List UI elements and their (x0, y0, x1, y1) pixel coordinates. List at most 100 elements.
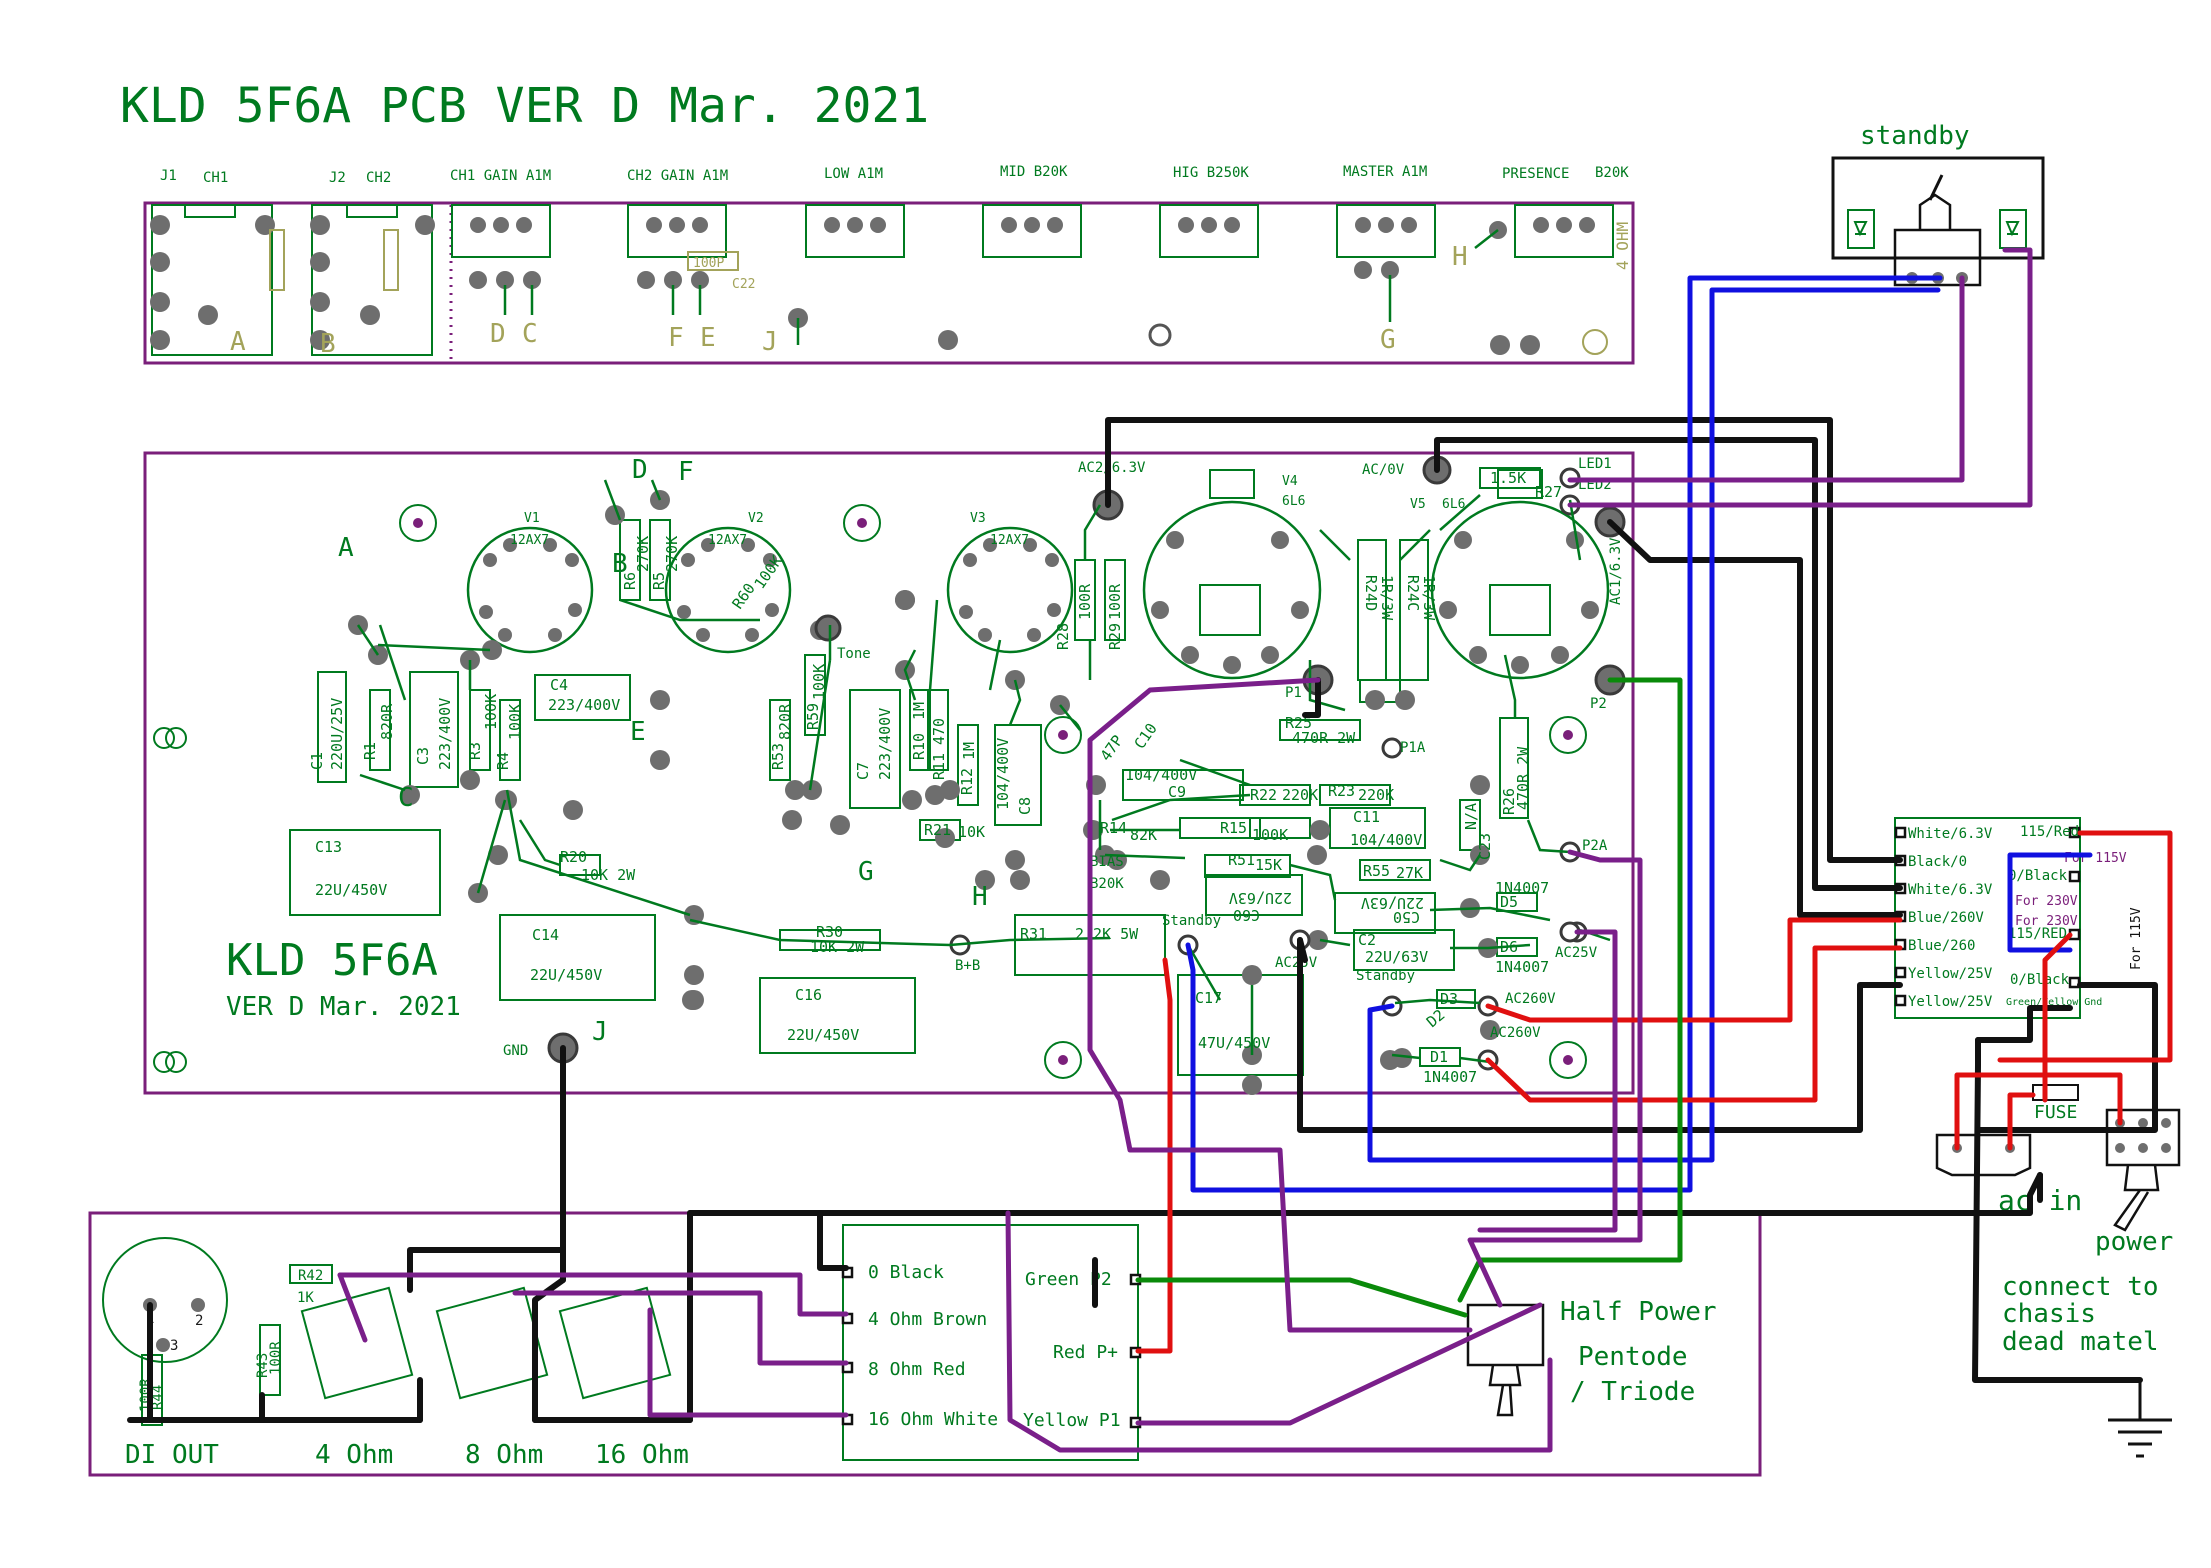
silkscreen-label: White/6.3V (1908, 882, 1993, 898)
silkscreen-label: 1R/3W (1420, 575, 1438, 621)
silkscreen-label: 115/RED (2008, 926, 2067, 942)
silkscreen-label: 100R (1076, 583, 1094, 620)
silkscreen-label: 1M (910, 702, 928, 720)
silkscreen-label: C50 (1393, 908, 1420, 926)
chassis-note: connect to chasis dead matel (2002, 1272, 2159, 1357)
silkscreen-label: AC25V (1275, 955, 1318, 971)
silkscreen-label: 270K (634, 536, 652, 572)
silkscreen-label: 100P (693, 256, 724, 271)
page-title: KLD 5F6A PCB VER D Mar. 2021 (120, 78, 929, 134)
silkscreen-label: AC260V (1490, 1025, 1541, 1041)
silkscreen-label: C4 (550, 676, 568, 694)
silkscreen-label: R5 (650, 572, 668, 590)
silkscreen-label: R27 (1535, 483, 1562, 501)
tube-v4-type: 6L6 (1282, 494, 1305, 509)
silkscreen-label: C13 (315, 838, 342, 856)
silkscreen-label: R24C (1404, 575, 1422, 611)
silkscreen-label: 1N4007 (1423, 1068, 1477, 1086)
silkscreen-label: 10K 2W (810, 938, 865, 956)
silkscreen-label: 1.5K (1490, 469, 1526, 487)
silkscreen-label: 4 Ohm Brown (868, 1309, 987, 1330)
silkscreen-label: R21 (924, 821, 951, 839)
silkscreen-label: J (592, 1017, 608, 1047)
silkscreen-label: 10K (958, 823, 985, 841)
silkscreen-label: P1A (1400, 740, 1426, 756)
wires (127, 247, 2173, 1453)
silkscreen-label: 2.2K 5W (1075, 925, 1139, 943)
silkscreen-label: 1K (297, 1290, 314, 1306)
board-title: KLD 5F6A (226, 935, 438, 986)
silkscreen-label: H (1452, 242, 1468, 272)
silkscreen-label: Tone (837, 646, 871, 662)
silkscreen-label: B+B (955, 958, 980, 974)
standby-switch[interactable]: standby (1831, 121, 2045, 287)
silkscreen-label: R22 (1250, 786, 1277, 804)
silkscreen-label: P2 (1590, 696, 1607, 712)
silkscreen-label: 100K (482, 694, 500, 730)
silkscreen-label: R14 (1100, 819, 1127, 837)
silkscreen-label: C10 (1131, 720, 1161, 753)
label-hig: HIG B250K (1173, 165, 1249, 181)
silkscreen-label: AC/0V (1362, 462, 1405, 478)
silkscreen-label: C1 (308, 752, 326, 770)
silkscreen-label: AC25V (1555, 945, 1598, 961)
silkscreen-label: C2 (1358, 931, 1376, 949)
silkscreen-label: For 115V (2129, 907, 2144, 970)
main-board: KLD 5F6A VER D Mar. 2021 V1 12AX7 V2 (143, 451, 1635, 1095)
output-4ohm: 4 Ohm (315, 1440, 393, 1470)
silkscreen-label: R28 (1054, 623, 1072, 650)
silkscreen-label: Yellow/25V (1908, 966, 1993, 982)
triode-label: / Triode (1570, 1377, 1695, 1407)
silkscreen-label: 0 Black (868, 1262, 944, 1283)
silkscreen-label: 220K (1282, 786, 1318, 804)
silkscreen-label: C22 (732, 277, 755, 292)
silkscreen-label: 15K (1255, 856, 1282, 874)
output-16ohm: 16 Ohm (595, 1440, 689, 1470)
silkscreen-label: C (398, 783, 414, 813)
output-8ohm: 8 Ohm (465, 1440, 543, 1470)
silkscreen-label: R3 (466, 742, 484, 760)
silkscreen-label: FUSE (2034, 1102, 2077, 1123)
silkscreen-label: C60 (1233, 906, 1260, 924)
silkscreen-label: 22U/450V (787, 1026, 859, 1044)
half-power-label: Half Power (1560, 1297, 1717, 1327)
silkscreen-label: 820R (378, 703, 396, 740)
silkscreen-label: 47U/450V (1198, 1034, 1270, 1052)
label-j1: J1 (160, 168, 177, 184)
silkscreen-label: C9 (1168, 783, 1186, 801)
silkscreen-label: C7 (854, 762, 872, 780)
silkscreen-label: C17 (1195, 989, 1222, 1007)
silkscreen-label: 100K (1252, 826, 1288, 844)
silkscreen-label: R26 (1500, 788, 1518, 815)
silkscreen-label: 8 Ohm Red (868, 1359, 966, 1380)
silkscreen-label: 820R (776, 703, 794, 740)
board-version: VER D Mar. 2021 (226, 992, 461, 1022)
silkscreen-label: Black/0 (1908, 854, 1967, 870)
ground-symbol-icon (2108, 1380, 2172, 1458)
silkscreen-label: R1 (361, 742, 379, 760)
silkscreen-label: 22U/450V (530, 966, 602, 984)
silkscreen-label: R15 (1220, 819, 1247, 837)
silkscreen-label: AC260V (1505, 991, 1556, 1007)
silkscreen-label: 104/400V (1350, 831, 1422, 849)
silkscreen-label: 22U/450V (315, 881, 387, 899)
silkscreen-label: Blue/260 (1908, 938, 1975, 954)
half-power-switch[interactable]: Half Power Pentode / Triode (1466, 1297, 1717, 1417)
tube-v5-name: V5 (1410, 497, 1426, 512)
silkscreen-label: chasis (2002, 1299, 2096, 1329)
silkscreen-label: 470R 2W (1514, 746, 1532, 810)
silkscreen-label: C14 (532, 926, 559, 944)
silkscreen-label: White/6.3V (1908, 826, 1993, 842)
label-b20k: B20K (1595, 165, 1629, 181)
label-mid: MID B20K (1000, 164, 1068, 180)
silkscreen-label: 220U/25V (328, 698, 346, 770)
label-master: MASTER A1M (1343, 164, 1427, 180)
silkscreen-label: R4 (494, 752, 512, 770)
label-ch1-gain: CH1 GAIN A1M (450, 168, 551, 184)
silkscreen-label: 0/Black (2008, 868, 2068, 884)
silkscreen-label: BIAS (1090, 854, 1124, 870)
silkscreen-label: R42 (298, 1268, 323, 1284)
tube-v5-type: 6L6 (1442, 497, 1465, 512)
silkscreen-label: N/A (1462, 803, 1480, 830)
label-ch2-gain: CH2 GAIN A1M (627, 168, 728, 184)
